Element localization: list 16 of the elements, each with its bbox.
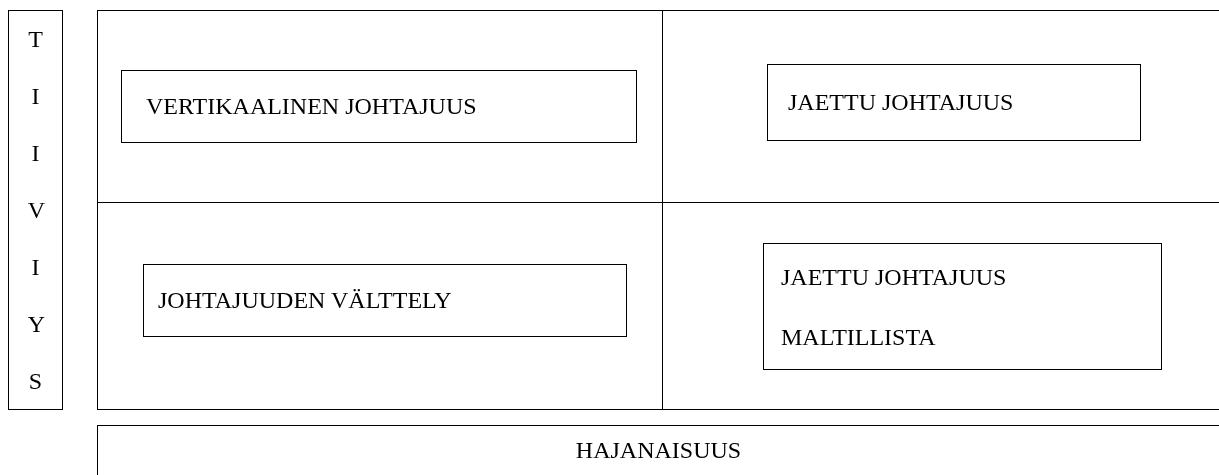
- quadrant-label: JAETTU JOHTAJUUS: [788, 88, 1014, 117]
- quadrant-cell: [662, 202, 1219, 410]
- quadrant-cell: [97, 202, 664, 410]
- quadrant-label: VERTIKAALINEN JOHTAJUUS: [146, 92, 477, 121]
- quadrant-cell: [97, 10, 664, 204]
- label-box: [143, 264, 627, 337]
- quadrant-label: JAETTU JOHTAJUUS MALTILLISTA: [781, 262, 1008, 352]
- axis-label-box: [97, 425, 1219, 475]
- label-box: [763, 243, 1162, 370]
- axis-label: HAJANAISUUS: [575, 436, 742, 465]
- label-box: [767, 64, 1141, 141]
- axis-label: TIIVIYS: [27, 24, 44, 396]
- axis-label-box: [8, 10, 63, 410]
- label-box: [121, 70, 637, 143]
- quadrant-cell: [662, 10, 1219, 204]
- quadrant-label: JOHTAJUUDEN VÄLTTELY: [158, 286, 452, 315]
